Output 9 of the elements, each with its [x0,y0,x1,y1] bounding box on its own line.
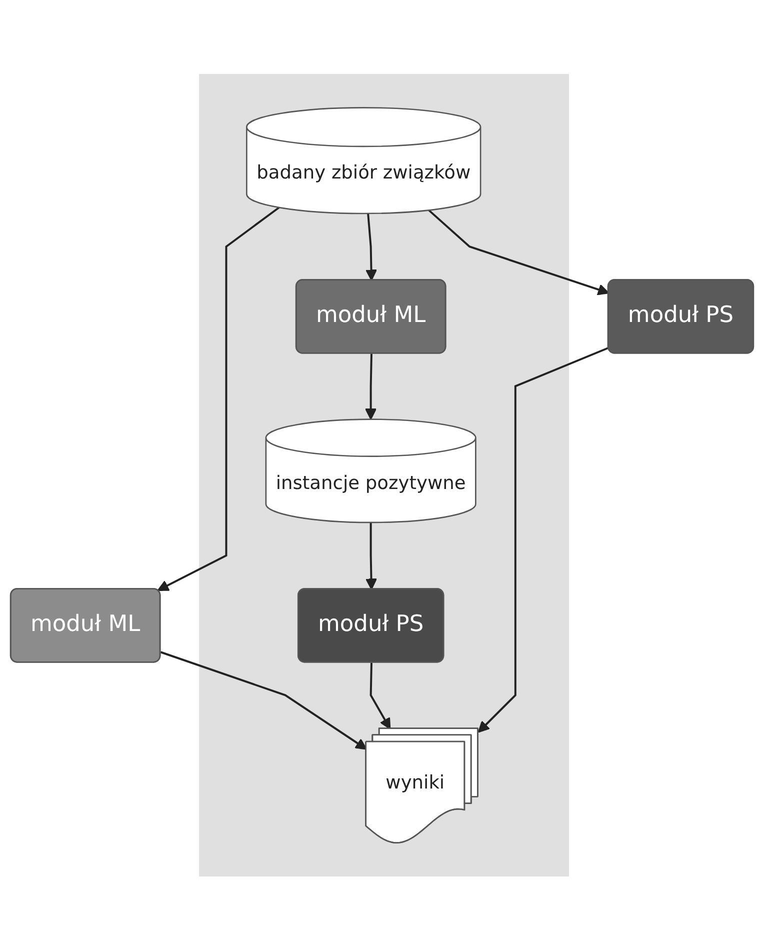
arrow [370,662,391,730]
arrow [365,213,378,281]
arrow [157,206,280,591]
arrow [364,354,377,420]
arrow [478,346,610,733]
arrow [428,209,610,295]
arrow [160,650,368,750]
arrow [365,522,378,590]
cluster [199,74,569,876]
